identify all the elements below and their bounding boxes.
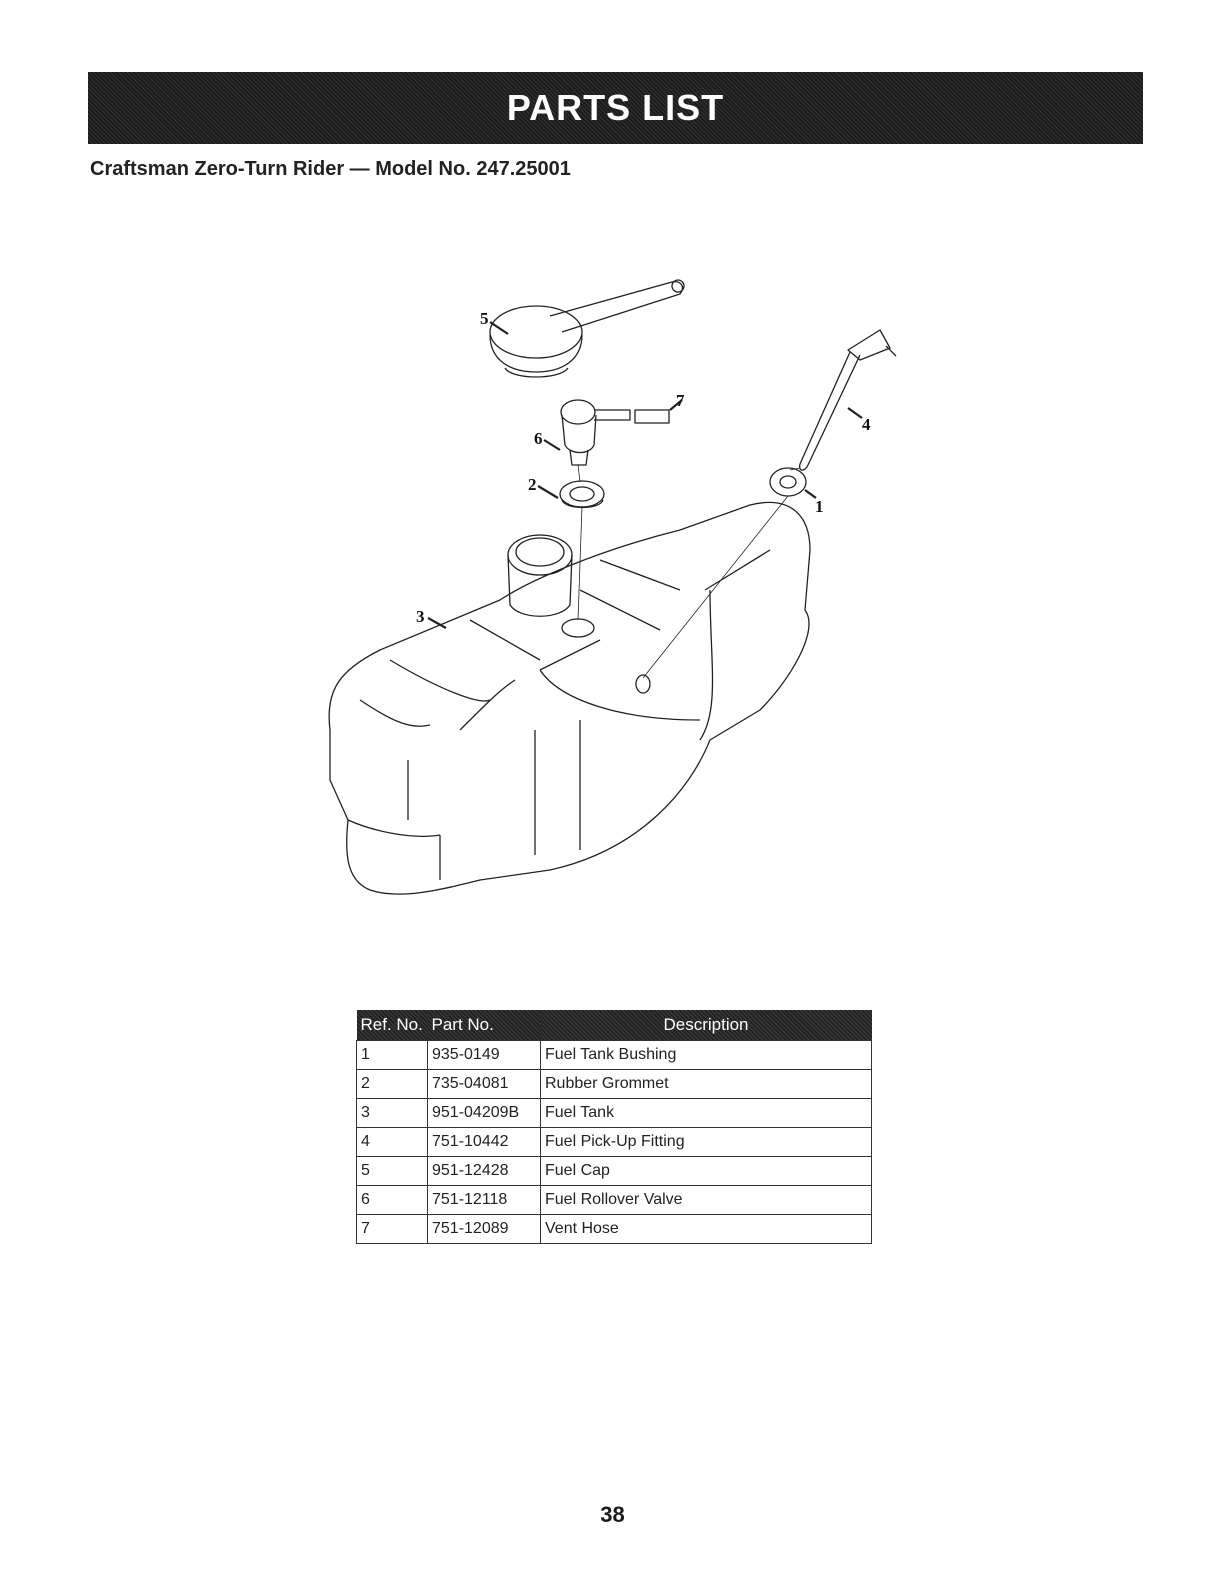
header-ref-no: Ref. No. [357,1010,428,1041]
table-row: 5 951-12428 Fuel Cap [357,1157,872,1186]
table-header-row: Ref. No. Part No. Description [357,1010,872,1041]
filler-neck-icon [508,535,572,575]
page-title: PARTS LIST [507,87,724,129]
header-description: Description [541,1010,872,1041]
callout-1: 1 [815,497,824,516]
description-cell: Fuel Cap [541,1157,872,1186]
exploded-view-illustration: 5 7 6 2 4 1 3 [300,260,940,920]
description-cell: Fuel Rollover Valve [541,1186,872,1215]
part-no-cell: 951-12428 [428,1157,541,1186]
table-row: 7 751-12089 Vent Hose [357,1215,872,1244]
part-no-cell: 751-10442 [428,1128,541,1157]
table-row: 4 751-10442 Fuel Pick-Up Fitting [357,1128,872,1157]
ref-no-cell: 4 [357,1128,428,1157]
table-row: 6 751-12118 Fuel Rollover Valve [357,1186,872,1215]
part-no-cell: 751-12118 [428,1186,541,1215]
header-part-no: Part No. [428,1010,541,1041]
description-cell: Vent Hose [541,1215,872,1244]
part-no-cell: 951-04209B [428,1099,541,1128]
part-no-cell: 735-04081 [428,1070,541,1099]
callout-5: 5 [480,309,489,328]
header-banner: PARTS LIST [88,72,1143,144]
ref-no-cell: 3 [357,1099,428,1128]
parts-table: Ref. No. Part No. Description 1 935-0149… [356,1010,872,1244]
table-row: 2 735-04081 Rubber Grommet [357,1070,872,1099]
callout-4: 4 [862,415,871,434]
ref-no-cell: 7 [357,1215,428,1244]
fuel-tank-diagram: 5 7 6 2 4 1 3 [300,260,940,920]
table-row: 1 935-0149 Fuel Tank Bushing [357,1041,872,1070]
page-number: 38 [0,1502,1225,1528]
description-cell: Fuel Pick-Up Fitting [541,1128,872,1157]
rollover-valve-icon [561,400,595,424]
rubber-grommet-icon [560,481,604,507]
ref-no-cell: 5 [357,1157,428,1186]
description-cell: Fuel Tank Bushing [541,1041,872,1070]
ref-no-cell: 6 [357,1186,428,1215]
fuel-tank-bushing-icon [770,468,806,496]
model-subtitle: Craftsman Zero-Turn Rider — Model No. 24… [90,158,571,181]
callout-7: 7 [676,391,685,410]
vent-hose-icon [635,410,669,423]
table-row: 3 951-04209B Fuel Tank [357,1099,872,1128]
part-no-cell: 751-12089 [428,1215,541,1244]
callout-2: 2 [528,475,537,494]
description-cell: Rubber Grommet [541,1070,872,1099]
callout-6: 6 [534,429,543,448]
part-no-cell: 935-0149 [428,1041,541,1070]
ref-no-cell: 1 [357,1041,428,1070]
description-cell: Fuel Tank [541,1099,872,1128]
callout-3: 3 [416,607,425,626]
ref-no-cell: 2 [357,1070,428,1099]
